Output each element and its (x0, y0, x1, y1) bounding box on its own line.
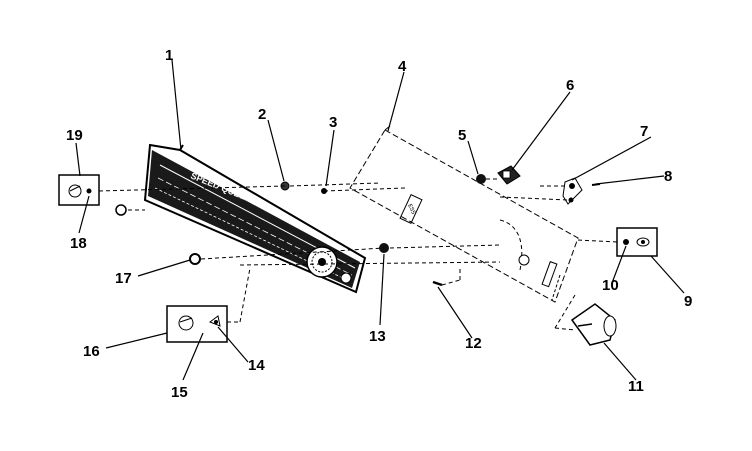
callout-2: 2 (258, 106, 266, 123)
knob-5-icon (476, 174, 486, 184)
box-16 (166, 305, 228, 343)
callout-5: 5 (458, 127, 466, 144)
callout-6: 6 (566, 77, 574, 94)
callout-15: 15 (171, 384, 188, 401)
part-11-icon (570, 303, 617, 346)
control-panel: SPEED QUEEN (143, 143, 367, 294)
callout-1: 1 (165, 47, 173, 64)
callout-leaders (75, 59, 685, 381)
callout-8: 8 (664, 168, 672, 185)
callout-16: 16 (83, 343, 100, 360)
callout-4: 4 (398, 58, 407, 75)
knob-icon (115, 204, 127, 216)
callout-18: 18 (70, 235, 87, 252)
rear-console: ES5 (349, 125, 579, 303)
callout-11: 11 (628, 378, 644, 395)
callout-13: 13 (369, 328, 386, 345)
box-9 (616, 227, 658, 257)
callout-9: 9 (684, 293, 692, 310)
callout-3: 3 (329, 114, 337, 131)
knob-17-icon (189, 253, 201, 265)
switch-6-icon (497, 165, 521, 185)
callout-19: 19 (66, 127, 83, 144)
callout-12: 12 (465, 335, 482, 352)
callout-17: 17 (115, 270, 132, 287)
callout-10: 10 (602, 277, 619, 294)
screw-12-icon (432, 280, 443, 287)
callout-7: 7 (640, 123, 648, 140)
dashed-leaders (98, 178, 618, 331)
box-19 (58, 174, 100, 206)
svg-text:ES5: ES5 (406, 203, 417, 216)
callout-14: 14 (248, 357, 265, 374)
